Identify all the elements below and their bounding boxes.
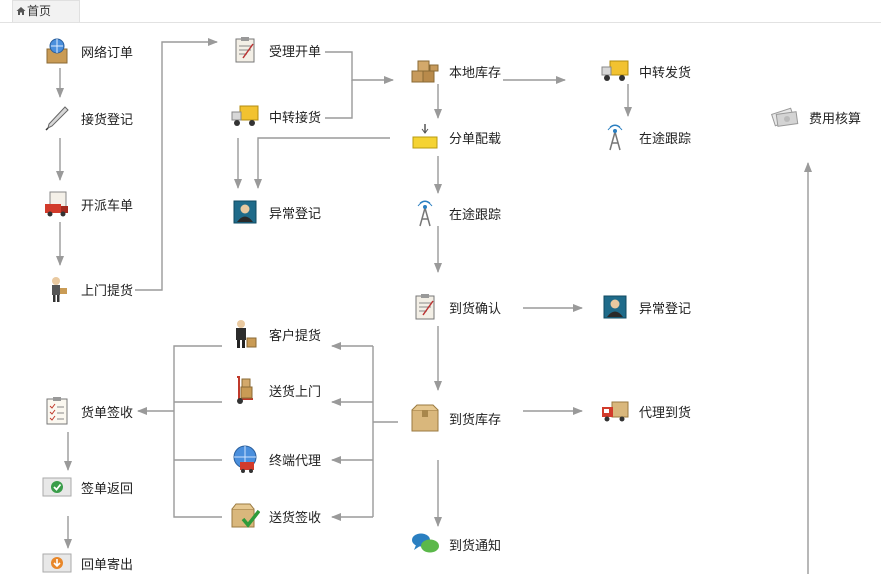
node-label: 到货确认 bbox=[449, 300, 502, 316]
delivery-truck-icon bbox=[230, 101, 260, 131]
node-label: 到货库存 bbox=[449, 411, 502, 427]
node-home-delivery[interactable]: 送货上门 bbox=[230, 375, 321, 405]
node-label: 送货上门 bbox=[269, 383, 322, 399]
node-terminal-agent[interactable]: 终端代理 bbox=[230, 444, 321, 474]
courier-icon bbox=[42, 274, 72, 304]
clipboard-icon bbox=[230, 35, 260, 65]
crane-icon bbox=[410, 122, 440, 152]
node-label: 异常登记 bbox=[269, 205, 322, 221]
node-label: 回单寄出 bbox=[81, 556, 134, 572]
user-card-icon bbox=[600, 292, 630, 322]
arrow-pickup-to-accept bbox=[135, 38, 218, 291]
node-arrival-notice[interactable]: 到货通知 bbox=[410, 529, 501, 559]
node-label: 中转接货 bbox=[269, 109, 322, 125]
node-label: 送货签收 bbox=[269, 509, 322, 525]
node-label: 在途跟踪 bbox=[639, 130, 692, 146]
node-return-mail[interactable]: 回单寄出 bbox=[42, 548, 133, 578]
node-exception-register-1[interactable]: 异常登记 bbox=[230, 197, 321, 227]
checklist-icon bbox=[42, 396, 72, 426]
node-label: 到货通知 bbox=[449, 537, 502, 553]
user-card-icon bbox=[230, 197, 260, 227]
node-label: 货单签收 bbox=[81, 404, 134, 420]
truck-clipboard-icon bbox=[42, 189, 72, 219]
node-in-transit-tracking-1[interactable]: 在途跟踪 bbox=[410, 198, 501, 228]
home-icon bbox=[16, 7, 26, 15]
globe-truck-icon bbox=[230, 444, 260, 474]
arrow-transfer-to-stock bbox=[325, 80, 353, 119]
node-label: 分单配载 bbox=[449, 130, 502, 146]
arrow-accept-to-stock bbox=[325, 51, 394, 84]
node-transfer-ship[interactable]: 中转发货 bbox=[600, 56, 691, 86]
delivery-truck-icon bbox=[600, 56, 630, 86]
envelope-card-icon bbox=[42, 548, 72, 578]
person-box-icon bbox=[230, 319, 260, 349]
boxes-icon bbox=[410, 56, 440, 86]
node-label: 中转发货 bbox=[639, 64, 692, 80]
node-customer-pickup[interactable]: 客户提货 bbox=[230, 319, 321, 349]
globe-box-icon bbox=[42, 36, 72, 66]
money-icon bbox=[770, 102, 800, 132]
check-card-icon bbox=[42, 472, 72, 502]
node-label: 网络订单 bbox=[81, 44, 134, 60]
hand-truck-icon bbox=[230, 375, 260, 405]
tab-bar: 首页 bbox=[0, 0, 881, 23]
node-receipt-register[interactable]: 接货登记 bbox=[42, 103, 133, 133]
node-label: 签单返回 bbox=[81, 480, 134, 496]
node-label: 本地库存 bbox=[449, 64, 502, 80]
node-transfer-receive[interactable]: 中转接货 bbox=[230, 101, 321, 131]
box-check-icon bbox=[230, 501, 260, 531]
node-label: 终端代理 bbox=[269, 452, 322, 468]
pen-icon bbox=[42, 103, 72, 133]
arrow-arrivalstock-fanout bbox=[372, 346, 398, 517]
node-delivery-sign[interactable]: 送货签收 bbox=[230, 501, 321, 531]
tab-home-label: 首页 bbox=[27, 4, 52, 18]
node-label: 受理开单 bbox=[269, 43, 322, 59]
antenna-icon bbox=[600, 122, 630, 152]
antenna-icon bbox=[410, 198, 440, 228]
node-exception-register-2[interactable]: 异常登记 bbox=[600, 292, 691, 322]
node-label: 接货登记 bbox=[81, 111, 134, 127]
node-label: 代理到货 bbox=[639, 404, 692, 420]
clipboard-icon bbox=[410, 292, 440, 322]
node-label: 开派车单 bbox=[81, 197, 134, 213]
node-split-loading[interactable]: 分单配载 bbox=[410, 122, 501, 152]
node-arrival-confirm[interactable]: 到货确认 bbox=[410, 292, 501, 322]
node-local-stock[interactable]: 本地库存 bbox=[410, 56, 501, 86]
node-sign-return[interactable]: 签单返回 bbox=[42, 472, 133, 502]
node-agent-arrival[interactable]: 代理到货 bbox=[600, 396, 691, 426]
box-icon bbox=[410, 403, 440, 433]
arrow-fanin-bus bbox=[173, 345, 222, 518]
node-in-transit-tracking-2[interactable]: 在途跟踪 bbox=[600, 122, 691, 152]
tab-home[interactable]: 首页 bbox=[12, 0, 80, 22]
chat-icon bbox=[410, 529, 440, 559]
node-label: 在途跟踪 bbox=[449, 206, 502, 222]
node-door-pickup[interactable]: 上门提货 bbox=[42, 274, 133, 304]
node-online-order[interactable]: 网络订单 bbox=[42, 36, 133, 66]
node-arrival-stock[interactable]: 到货库存 bbox=[410, 403, 501, 433]
node-label: 客户提货 bbox=[269, 327, 322, 343]
arrow-split-to-exception bbox=[254, 137, 390, 189]
node-accept-order[interactable]: 受理开单 bbox=[230, 35, 321, 65]
node-dispatch-sheet[interactable]: 开派车单 bbox=[42, 189, 133, 219]
node-cost-accounting[interactable]: 费用核算 bbox=[770, 102, 861, 132]
node-label: 异常登记 bbox=[639, 300, 692, 316]
node-label: 费用核算 bbox=[809, 110, 862, 126]
node-label: 上门提货 bbox=[81, 282, 134, 298]
node-waybill-sign[interactable]: 货单签收 bbox=[42, 396, 133, 426]
agent-truck-icon bbox=[600, 396, 630, 426]
